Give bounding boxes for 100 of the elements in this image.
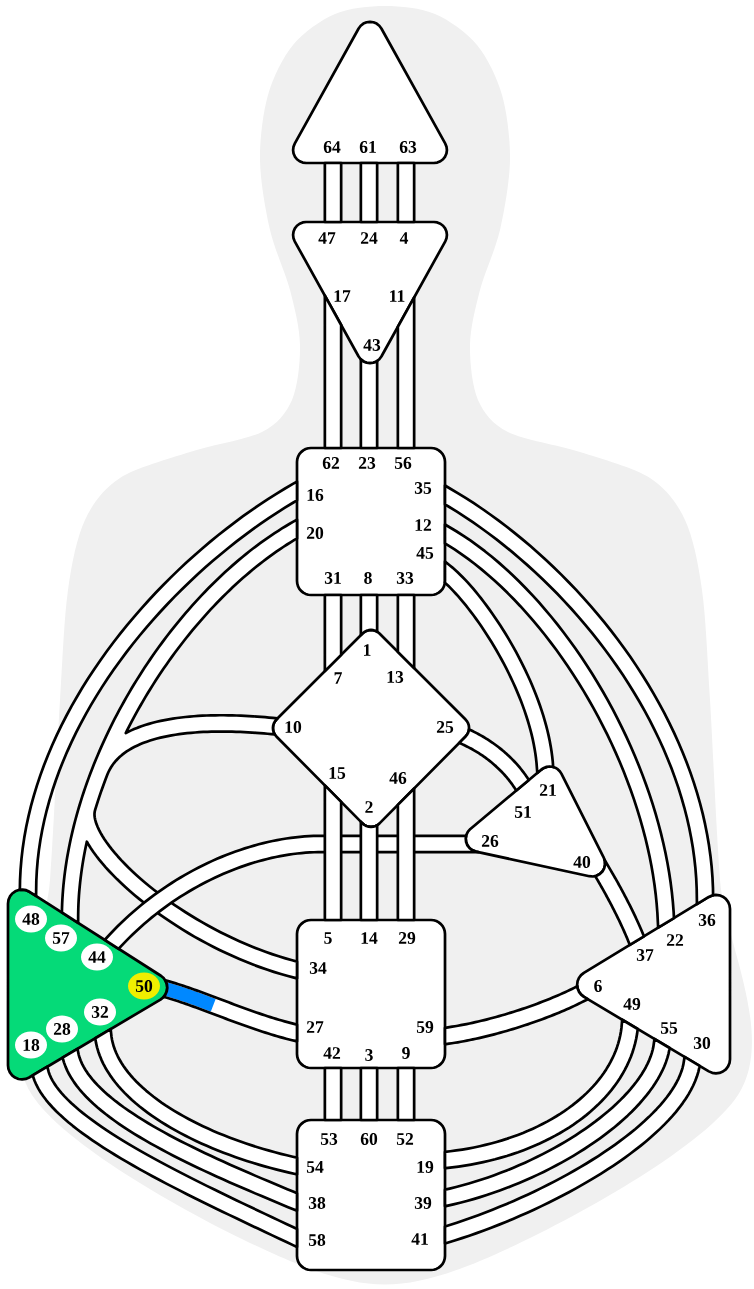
gate-number: 62: [322, 457, 340, 469]
gate-number: 34: [309, 962, 327, 974]
gate-number: 43: [363, 339, 381, 351]
gate-number: 23: [358, 457, 376, 469]
gate-number: 14: [361, 932, 378, 944]
gate-number: 15: [329, 767, 346, 779]
triangle-center: [291, 20, 449, 165]
channel: [443, 523, 676, 930]
gate-number: 10: [285, 721, 302, 733]
square-center: [295, 918, 447, 1070]
channel: [323, 784, 343, 922]
gate-number: 7: [334, 672, 342, 684]
channel: [443, 1037, 671, 1208]
gate-number: 16: [307, 489, 324, 501]
channel: [396, 787, 416, 922]
channel: [323, 161, 343, 224]
gate-number: 19: [417, 1161, 434, 1173]
channel: [396, 296, 416, 450]
gate-number: 45: [416, 547, 434, 559]
triangle-center: [464, 765, 607, 878]
gate-number: 33: [396, 572, 414, 584]
gate-number: 37: [636, 949, 654, 961]
gate-number: 52: [396, 1133, 414, 1145]
gate-number: 9: [402, 1047, 410, 1059]
channel: [359, 1066, 379, 1122]
gate-number: 30: [693, 1037, 711, 1049]
channel: [31, 1065, 299, 1249]
diamond-center: [271, 628, 471, 829]
channel: [359, 161, 379, 224]
gate-number: 51: [514, 806, 531, 818]
gate-number: 25: [436, 721, 454, 733]
gate-number: 20: [306, 527, 324, 539]
gate-number: 58: [308, 1234, 326, 1246]
gate-number: 5: [324, 932, 332, 944]
channel: [61, 1047, 299, 1213]
gate-number: 8: [364, 572, 372, 584]
gate-number: 41: [411, 1233, 428, 1245]
gate-number: 27: [306, 1021, 324, 1033]
gate-number: 42: [323, 1047, 341, 1059]
gate-number: 21: [539, 784, 556, 796]
gate-number: 63: [399, 141, 417, 153]
channel: [359, 358, 379, 450]
channel: [323, 1066, 343, 1122]
triangle-center: [291, 220, 449, 365]
gate-number: 39: [414, 1197, 432, 1209]
channel: [443, 484, 715, 906]
gate-badge: 18: [15, 1031, 47, 1059]
gate-number: 59: [416, 1021, 434, 1033]
gate-number: 11: [390, 290, 405, 302]
gate-number: 36: [698, 914, 716, 926]
gate-number: 35: [414, 482, 432, 494]
channel: [162, 978, 299, 1043]
square-center: [295, 446, 447, 597]
gate-badge: 50: [128, 972, 160, 1000]
channel: [396, 1066, 416, 1122]
gate-number: 4: [399, 232, 409, 244]
gate-badge: 28: [46, 1015, 78, 1043]
gate-number: 64: [323, 141, 341, 153]
gate-number: 56: [394, 457, 412, 469]
channel: [443, 560, 555, 775]
gate-number: 55: [660, 1022, 678, 1034]
channel: [323, 593, 343, 673]
gate-number: 26: [481, 835, 499, 847]
channel: [396, 593, 416, 670]
channel: [323, 294, 343, 450]
gate-number: 47: [318, 232, 336, 244]
gate-badge: 57: [45, 924, 77, 952]
channel: [93, 1027, 299, 1176]
gate-badge: 44: [81, 943, 113, 971]
gate-number: 13: [387, 671, 404, 683]
gate-number: 31: [324, 572, 341, 584]
channel: [396, 161, 416, 224]
channel: [359, 820, 379, 922]
gate-number: 2: [365, 801, 373, 813]
gate-number: 49: [623, 998, 641, 1010]
gate-number: 1: [364, 644, 371, 656]
gate-number: 54: [306, 1161, 324, 1173]
channel: [457, 728, 531, 792]
gate-number: 40: [573, 856, 591, 868]
channel: [359, 593, 379, 637]
gate-number: 38: [308, 1197, 326, 1209]
gate-number: 60: [360, 1133, 378, 1145]
channel: [593, 858, 646, 947]
gate-number: 53: [320, 1133, 338, 1145]
channel: [443, 1018, 640, 1170]
triangle-center: [575, 893, 732, 1075]
square-center: [295, 1118, 447, 1272]
gate-badge: 48: [15, 905, 47, 933]
gate-number: 22: [666, 934, 684, 946]
gate-badge: 32: [84, 998, 116, 1026]
gate-number: 24: [360, 232, 378, 244]
gate-number: 29: [398, 932, 416, 944]
gate-number: 61: [359, 141, 376, 153]
gate-number: 12: [415, 519, 432, 531]
channel: [443, 984, 590, 1046]
gate-number: 17: [334, 290, 351, 302]
gate-number: 46: [389, 772, 407, 784]
channel: [18, 480, 299, 898]
gate-number: 6: [594, 980, 602, 992]
gate-number: 3: [365, 1049, 373, 1061]
